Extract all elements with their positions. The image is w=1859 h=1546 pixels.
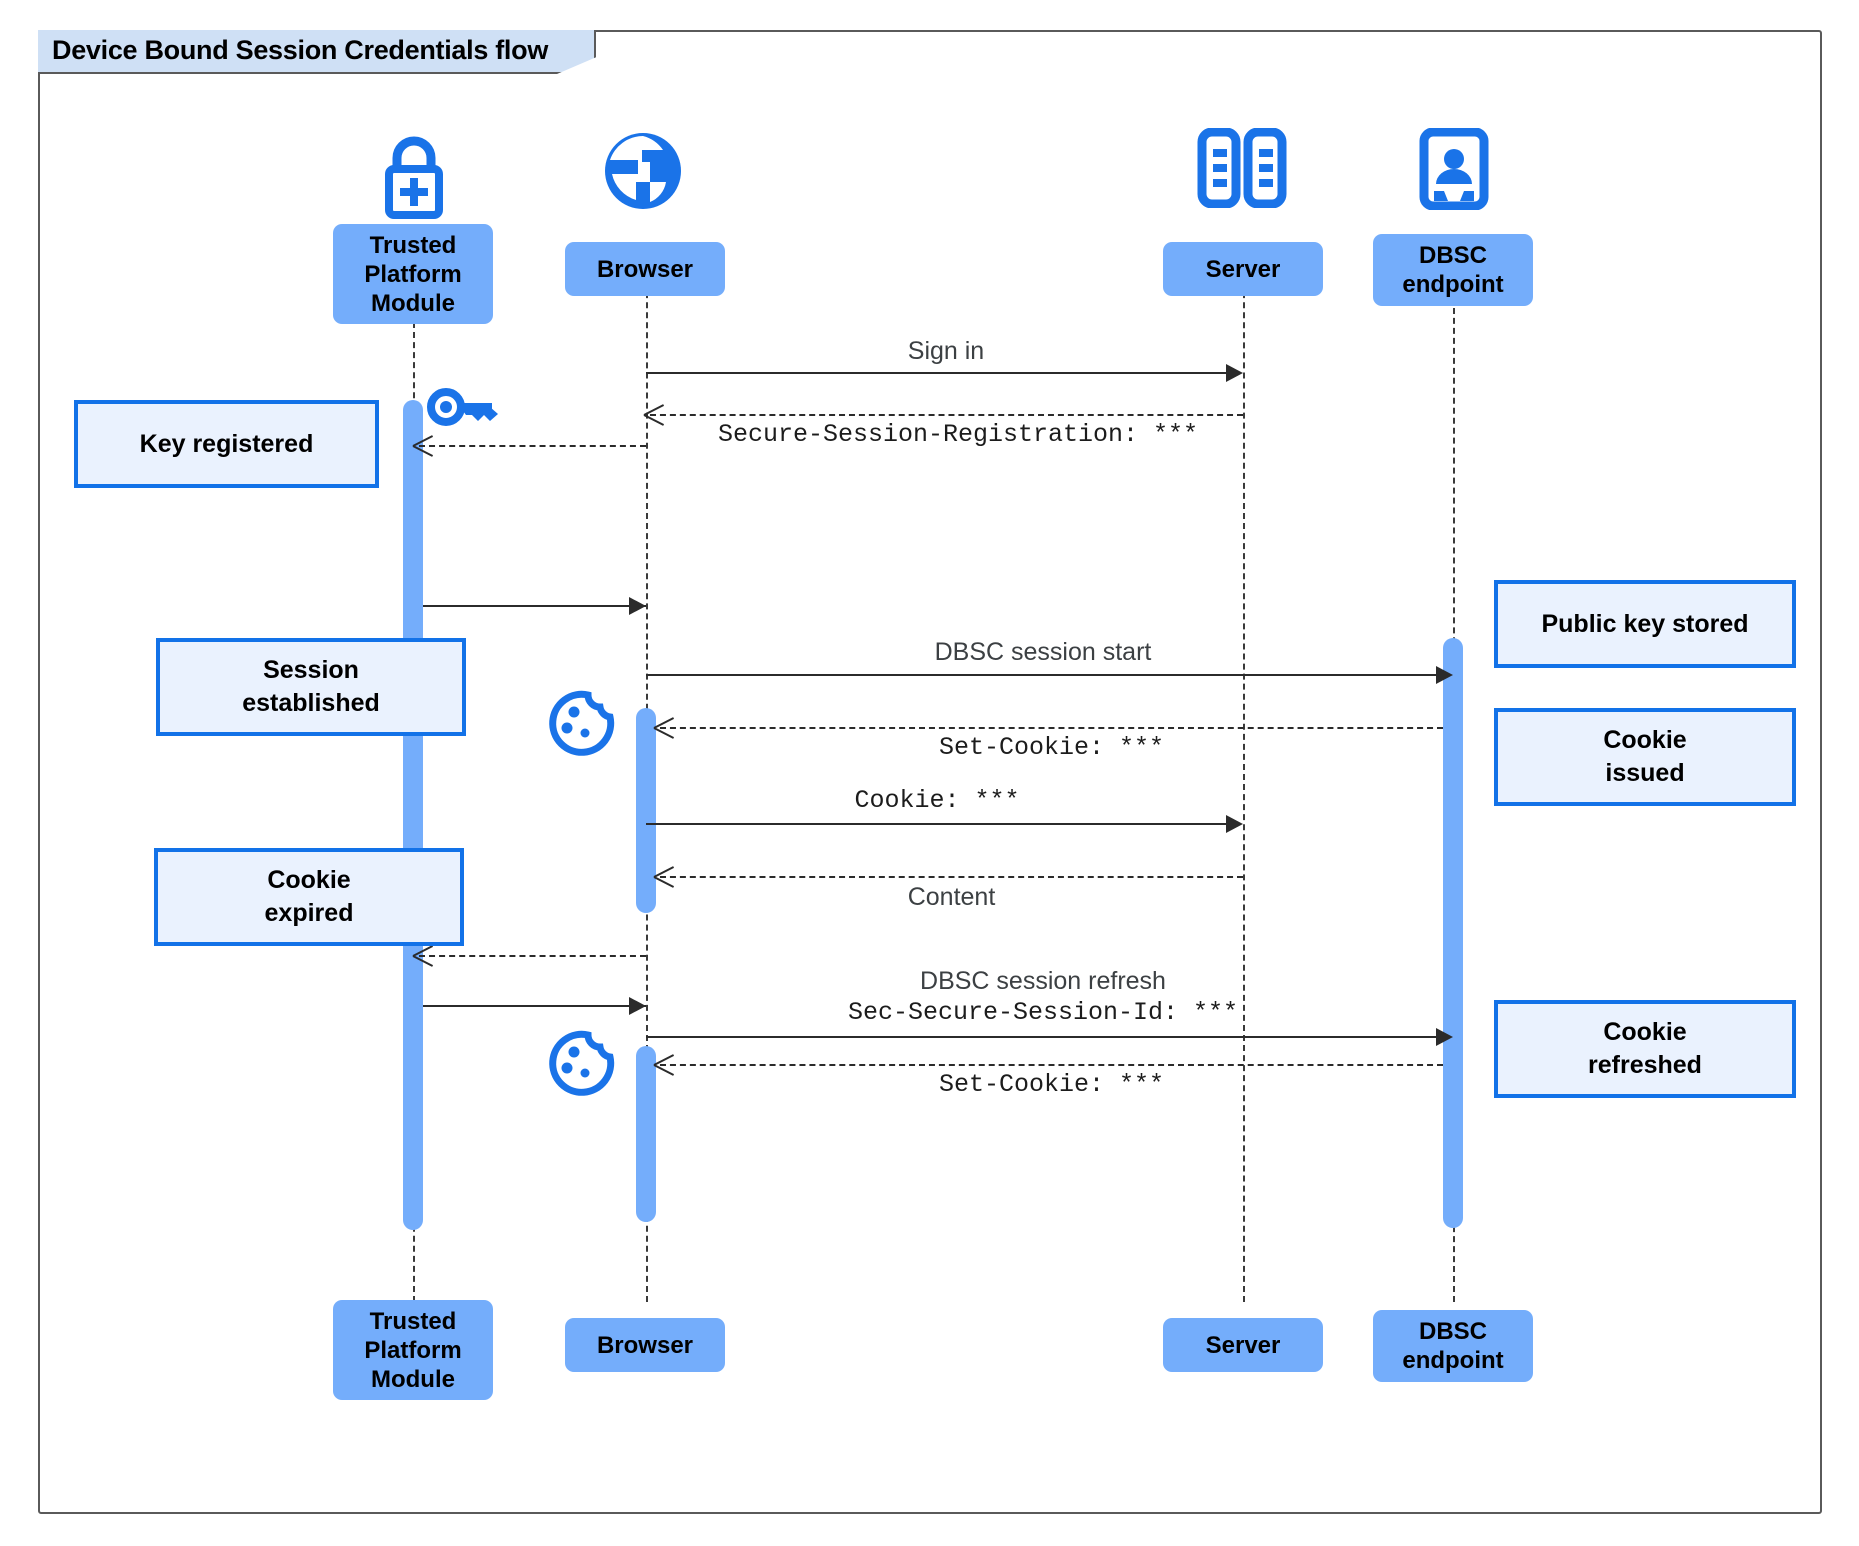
globe-icon: [600, 128, 686, 214]
message-label-content: Content: [907, 883, 996, 911]
diagram-title: Device Bound Session Credentials flow: [38, 30, 597, 74]
participant-server[interactable]: Server: [1163, 242, 1323, 296]
message-line-dbsc-session-start: [646, 674, 1436, 676]
note-cookie-expired: Cookie expired: [154, 848, 464, 946]
participant-tpm[interactable]: Trusted Platform Module: [333, 224, 493, 324]
message-arrowhead-cookie: [1226, 815, 1243, 833]
message-arrowhead-dbsc-session-start: [1436, 666, 1453, 684]
cookie-icon-2: [547, 1030, 615, 1098]
id-badge-icon: [1418, 127, 1490, 211]
message-arrowhead-key-register-response: [413, 434, 433, 456]
message-line-tpm-sign-refresh: [423, 1005, 646, 1007]
message-label-cookie: Cookie: ***: [854, 786, 1020, 815]
footer-participant-tpm[interactable]: Trusted Platform Module: [333, 1300, 493, 1400]
message-arrowhead-secure-session-registration: [644, 403, 664, 425]
message-line-set-cookie-2: [660, 1064, 1443, 1066]
message-arrowhead-tpm-sign-refresh: [629, 997, 646, 1015]
message-label-set-cookie-2: Set-Cookie: ***: [938, 1070, 1165, 1099]
footer-participant-server[interactable]: Server: [1163, 1318, 1323, 1372]
message-arrowhead-sign-in: [1226, 364, 1243, 382]
participant-dbsc[interactable]: DBSC endpoint: [1373, 234, 1533, 306]
message-label-sec-secure-session-id: Sec-Secure-Session-Id: ***: [847, 998, 1239, 1027]
activation-bar-dbsc: [1443, 638, 1463, 1228]
message-line-dbsc-session-refresh: [646, 1036, 1436, 1038]
activation-bar-browser-2: [636, 1046, 656, 1222]
message-line-set-cookie-1: [660, 727, 1443, 729]
message-arrowhead-dbsc-session-refresh: [1436, 1028, 1453, 1046]
message-arrowhead-cookie-expired-notify: [413, 944, 433, 966]
message-line-cookie-expired-notify: [419, 955, 646, 957]
note-cookie-refreshed: Cookie refreshed: [1494, 1000, 1796, 1098]
message-label-dbsc-session-refresh: DBSC session refresh: [920, 967, 1166, 995]
cookie-icon-1: [547, 690, 615, 758]
key-icon: [424, 382, 502, 432]
message-line-sign-in: [646, 372, 1226, 374]
note-cookie-issued: Cookie issued: [1494, 708, 1796, 806]
footer-participant-browser[interactable]: Browser: [565, 1318, 725, 1372]
lock-plus-icon: [369, 128, 459, 224]
note-public-key-stored: Public key stored: [1494, 580, 1796, 668]
message-line-cookie: [646, 823, 1226, 825]
message-line-key-register-response: [419, 445, 646, 447]
message-line-key-to-browser: [423, 605, 646, 607]
participant-browser[interactable]: Browser: [565, 242, 725, 296]
message-line-secure-session-registration: [650, 414, 1243, 416]
message-label-dbsc-session-start: DBSC session start: [934, 638, 1152, 666]
message-line-content: [660, 876, 1243, 878]
footer-participant-dbsc[interactable]: DBSC endpoint: [1373, 1310, 1533, 1382]
activation-bar-browser-1: [636, 708, 656, 913]
message-label-secure-session-registration: Secure-Session-Registration: ***: [717, 420, 1199, 449]
message-label-sign-in: Sign in: [907, 337, 985, 365]
lifeline-server: [1243, 252, 1245, 1302]
note-key-registered: Key registered: [74, 400, 379, 488]
message-arrowhead-key-to-browser: [629, 597, 646, 615]
activation-bar-tpm: [403, 400, 423, 1230]
server-rack-icon: [1196, 127, 1288, 209]
message-label-set-cookie-1: Set-Cookie: ***: [938, 733, 1165, 762]
note-session-established: Session established: [156, 638, 466, 736]
